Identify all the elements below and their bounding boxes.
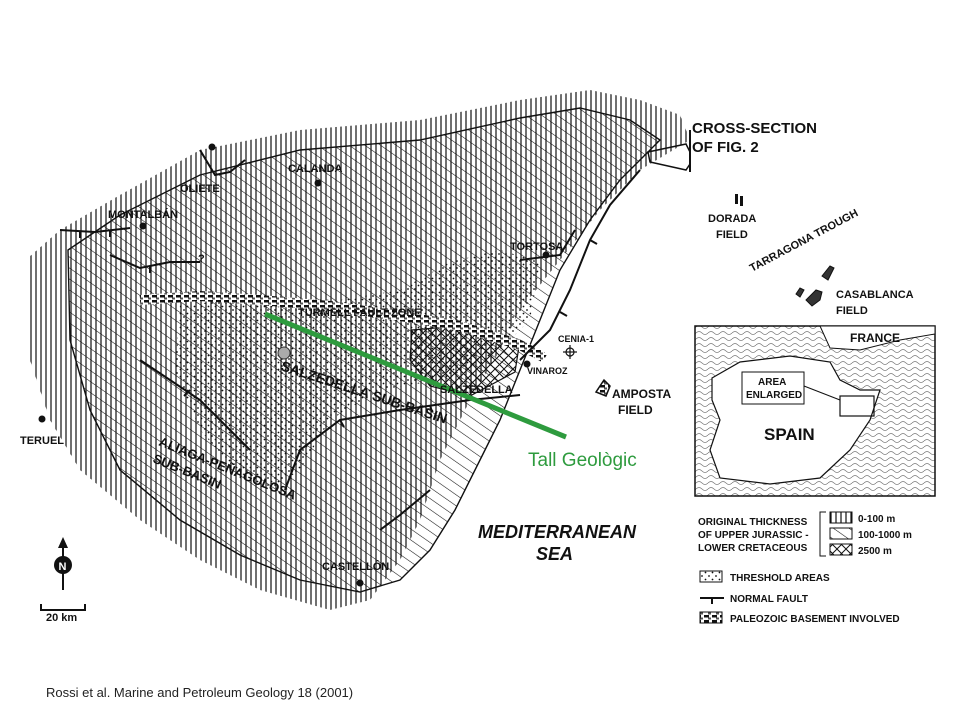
svg-text:PALEOZOIC BASEMENT INVOLVED: PALEOZOIC BASEMENT INVOLVED	[730, 614, 900, 625]
legend: ORIGINAL THICKNESS OF UPPER JURASSIC - L…	[698, 511, 912, 625]
town-markers	[38, 143, 550, 587]
svg-text:SEA: SEA	[536, 544, 573, 564]
section-line	[264, 311, 567, 440]
north-arrow-icon: N	[54, 537, 72, 590]
svg-text:CROSS-SECTION: CROSS-SECTION	[692, 120, 817, 137]
town-oliete: OLIETE	[180, 183, 220, 195]
town-vinaroz: VINAROZ	[527, 366, 568, 376]
town-tortosa: TORTOSA	[510, 241, 563, 253]
casablanca-field-shapes	[795, 265, 835, 307]
source-caption: Rossi et al. Marine and Petroleum Geolog…	[46, 685, 354, 700]
svg-text:LOWER CRETACEOUS: LOWER CRETACEOUS	[698, 543, 808, 554]
turmell-fault-band	[139, 290, 548, 363]
salzedella-label: SALZEDELLA	[440, 384, 513, 396]
threshold-area	[175, 250, 540, 490]
cross-section-label: CROSS-SECTION OF FIG. 2	[692, 120, 817, 156]
dorada-field-label: DORADA FIELD	[708, 213, 756, 241]
svg-text:FIELD: FIELD	[836, 305, 868, 317]
casablanca-field-label: CASABLANCA FIELD	[836, 289, 914, 317]
well-cenia: CENIA-1	[558, 334, 594, 344]
svg-text:FIELD: FIELD	[618, 403, 653, 417]
svg-text:FIELD: FIELD	[716, 229, 748, 241]
well-marker	[277, 346, 291, 360]
amposta-field-label: AMPOSTA FIELD	[612, 387, 671, 417]
town-calanda: CALANDA	[288, 163, 342, 175]
fault-ticks	[79, 230, 598, 428]
svg-text:2500 m: 2500 m	[858, 546, 892, 557]
dorada-field-shape	[735, 194, 743, 206]
sea-label: MEDITERRANEAN SEA	[478, 522, 637, 564]
svg-text:0-100 m: 0-100 m	[858, 514, 895, 525]
svg-text:ENLARGED: ENLARGED	[746, 390, 802, 401]
amposta-field-shape	[594, 378, 611, 397]
svg-text:AMPOSTA: AMPOSTA	[612, 387, 671, 401]
cenia-well-icon	[563, 345, 577, 359]
tarragona-trough-label: TARRAGONA TROUGH	[748, 207, 861, 274]
town-montalban: MONTALBÁN	[108, 208, 178, 221]
svg-text:OF UPPER JURASSIC -: OF UPPER JURASSIC -	[698, 530, 809, 541]
svg-text:ORIGINAL THICKNESS: ORIGINAL THICKNESS	[698, 517, 808, 528]
scale-bar: 20 km	[40, 604, 86, 624]
section-label: Tall Geològic	[528, 450, 637, 471]
svg-text:DORADA: DORADA	[708, 213, 756, 225]
svg-text:NORMAL FAULT: NORMAL FAULT	[730, 594, 808, 605]
turmell-fault-label: TURMELL FAULT ZONE	[298, 307, 422, 319]
svg-text:MEDITERRANEAN: MEDITERRANEAN	[478, 522, 637, 542]
question-mark: ?	[198, 253, 205, 265]
svg-text:N: N	[59, 561, 67, 573]
svg-text:SPAIN: SPAIN	[764, 425, 815, 444]
svg-text:FRANCE: FRANCE	[850, 331, 900, 345]
inset-map: FRANCE SPAIN AREA ENLARGED	[694, 325, 936, 497]
town-castellon: CASTELLÓN	[322, 560, 389, 573]
svg-text:OF FIG. 2: OF FIG. 2	[692, 139, 759, 156]
town-teruel: TERUEL	[20, 435, 64, 447]
svg-text:AREA: AREA	[758, 377, 786, 388]
svg-text:THRESHOLD AREAS: THRESHOLD AREAS	[730, 573, 830, 584]
svg-text:100-1000 m: 100-1000 m	[858, 530, 912, 541]
svg-text:CASABLANCA: CASABLANCA	[836, 289, 914, 301]
svg-text:20 km: 20 km	[46, 612, 77, 624]
